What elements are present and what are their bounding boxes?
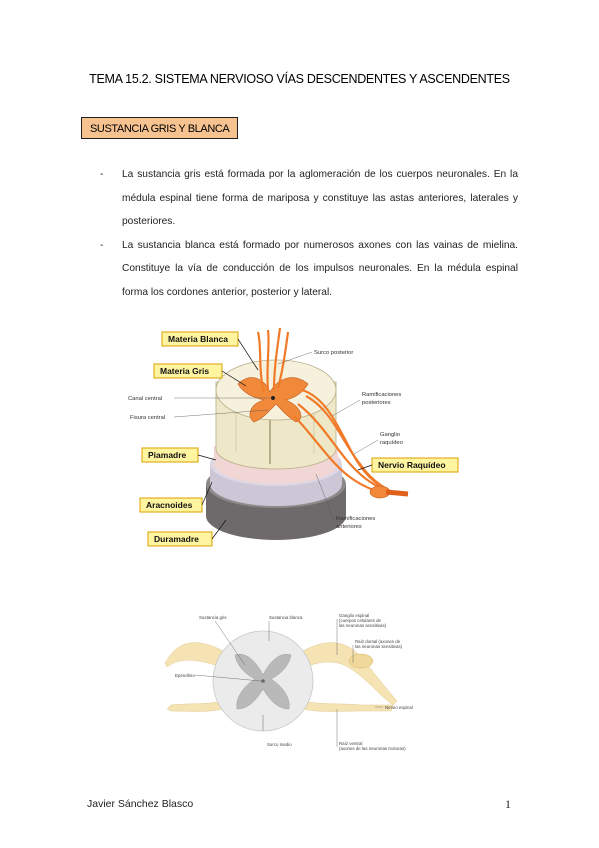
nervio-raquideo-label: Nervio Raquídeo (378, 460, 446, 470)
fisura-central-label: Fisura central (130, 415, 165, 421)
ganglio-label-1: Ganglio (380, 432, 400, 438)
nervio-espinal-label: Nervio espinal (385, 705, 413, 710)
leader (214, 620, 246, 666)
leader (211, 519, 227, 540)
bullet-list: - La sustancia gris está formada por la … (100, 163, 518, 304)
ramificaciones-posteriores-label-1: Ramificaciones (362, 392, 401, 398)
ramificaciones-anteriores-label-1: Ramificaciones (336, 516, 375, 522)
leader (221, 370, 247, 387)
materia-blanca-label: Materia Blanca (168, 334, 228, 344)
leader (197, 454, 217, 461)
leader (194, 674, 262, 682)
ependimo-canal (261, 679, 265, 683)
leader (173, 409, 269, 418)
page-number: 1 (505, 797, 511, 811)
leader (277, 351, 313, 365)
piamadre-label: Piamadre (148, 450, 187, 460)
leader (331, 399, 361, 417)
canal-central-label: Canal central (128, 396, 162, 402)
leader (237, 338, 259, 371)
surco-medio-label: Surco medio (267, 742, 292, 747)
surco-posterior-label: Surco posterior (314, 350, 353, 356)
bullet-item: - La sustancia blanca está formado por n… (100, 234, 518, 305)
ganglio-espinal-label-1: Ganglio espinal (339, 613, 369, 618)
sustancia-gris-label: Sustancia gris (199, 615, 227, 620)
spinal-cord-cross-section-figure: Sustancia gris Sustancia blanca Ganglio … (165, 613, 413, 751)
ganglio-espinal-shape (348, 653, 374, 669)
leader (353, 439, 379, 455)
sustancia-blanca-label: Sustancia blanca (269, 615, 303, 620)
bullet-text: La sustancia gris está formada por la ag… (122, 169, 518, 227)
raiz-ventral-label-2: (axones de las neuronas motoras) (339, 746, 406, 751)
aracnoides-label: Aracnoides (146, 500, 193, 510)
bullet-item: - La sustancia gris está formada por la … (100, 163, 518, 234)
raiz-dorsal-label-2: las neuronas sensitivas) (355, 644, 403, 649)
leader (315, 473, 335, 521)
ramificaciones-anteriores-label-2: anteriores (336, 524, 362, 530)
ganglio-espinal-label-2: (cuerpos celulares de (339, 618, 382, 623)
leader (357, 464, 373, 471)
footer-author: Javier Sánchez Blasco (87, 798, 194, 810)
central-canal (271, 396, 275, 400)
bullet-marker: - (100, 169, 104, 180)
ganglio-label-2: raquídeo (380, 440, 403, 446)
leader (201, 481, 213, 506)
nerve-end (385, 489, 409, 497)
bullet-text: La sustancia blanca está formado por num… (122, 239, 518, 298)
duramadre-label: Duramadre (154, 534, 199, 544)
ependimo-label: Epéndimo (175, 673, 195, 678)
ramificaciones-posteriores-label-2: posteriores (362, 400, 391, 406)
raiz-dorsal-label-1: Raíz dorsal (axones de (355, 639, 401, 644)
section-heading: SUSTANCIA GRIS Y BLANCA (81, 117, 239, 139)
raiz-ventral-label-1: Raíz ventral (339, 741, 362, 746)
spinal-cord-3d-figure: Materia Blanca Materia Gris Canal centra… (128, 327, 459, 547)
materia-gris-label: Materia Gris (160, 366, 209, 376)
ganglio-espinal-label-3: las neuronas sensitivas) (339, 623, 387, 628)
page-title: TEMA 15.2. SISTEMA NERVIOSO VÍAS DESCEND… (89, 72, 510, 86)
bullet-marker: - (100, 239, 104, 251)
spinal-nerves (165, 642, 398, 712)
